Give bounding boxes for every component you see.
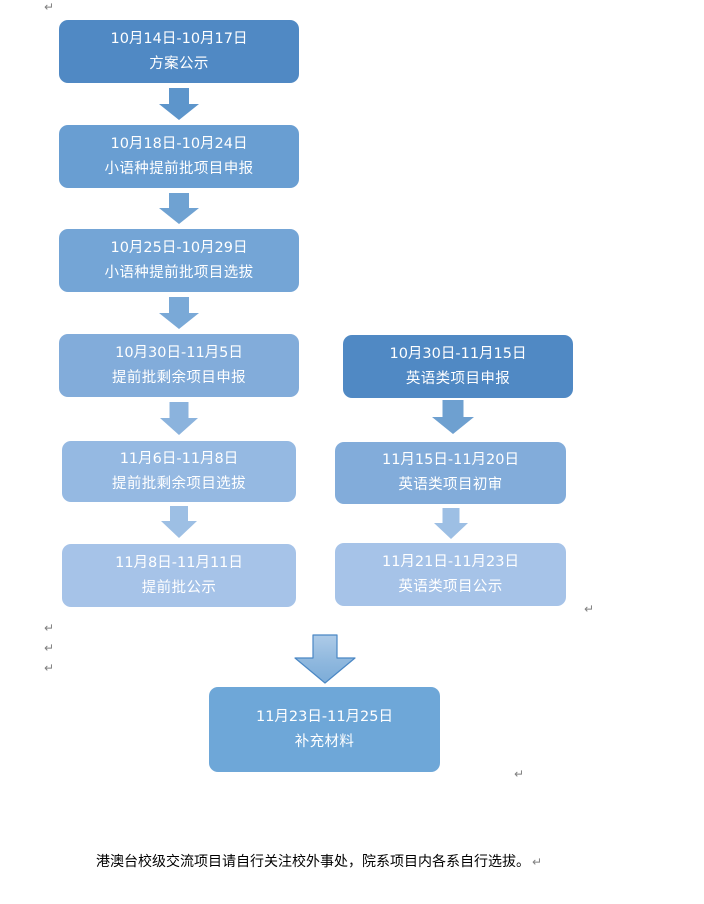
arrow-down-connector (159, 193, 199, 224)
box-dates: 11月23日-11月25日 (255, 708, 394, 725)
box-dates: 11月8日-11月11日 (115, 554, 243, 571)
box-dates: 10月25日-10月29日 (110, 239, 248, 256)
box-label: 英语类项目申报 (405, 370, 511, 387)
arrow-down-connector (159, 88, 199, 120)
paragraph-mark: ↵ (44, 621, 55, 635)
box-dates: 11月15日-11月20日 (381, 452, 520, 468)
box-dates: 11月6日-11月8日 (119, 450, 239, 467)
box-label: 方案公示 (149, 55, 209, 72)
paragraph-mark: ↵ (584, 602, 595, 616)
box-dates: 10月30日-11月15日 (389, 345, 527, 362)
paragraph-mark: ↵ (44, 661, 55, 675)
footer-note: 港澳台校级交流项目请自行关注校外事处，院系项目内各系自行选拔。↵ (96, 852, 542, 872)
arrow-down-connector (159, 297, 199, 329)
process-box-plan-publicity[interactable]: 10月14日-10月17日 方案公示 (59, 20, 299, 83)
box-dates: 10月30日-11月5日 (115, 344, 243, 361)
process-box-supplement-materials[interactable]: 11月23日-11月25日 补充材料 (209, 687, 440, 772)
paragraph-mark: ↵ (514, 767, 525, 781)
process-box-english-apply[interactable]: 10月30日-11月15日 英语类项目申报 (343, 335, 573, 398)
arrow-down-connector (432, 400, 474, 434)
arrow-down-merge (294, 634, 356, 684)
box-label: 提前批剩余项目选拔 (111, 475, 247, 492)
box-label: 小语种提前批项目选拔 (104, 264, 254, 281)
box-label: 英语类项目初审 (398, 477, 503, 493)
process-box-early-batch-rest-apply[interactable]: 10月30日-11月5日 提前批剩余项目申报 (59, 334, 299, 397)
box-label: 小语种提前批项目申报 (104, 160, 254, 177)
process-box-early-batch-publicity[interactable]: 11月8日-11月11日 提前批公示 (62, 544, 296, 607)
process-box-minor-lang-apply[interactable]: 10月18日-10月24日 小语种提前批项目申报 (59, 125, 299, 188)
process-box-english-review[interactable]: 11月15日-11月20日 英语类项目初审 (335, 442, 566, 504)
arrow-down-connector (161, 506, 197, 538)
footer-note-text: 港澳台校级交流项目请自行关注校外事处，院系项目内各系自行选拔。 (96, 854, 530, 870)
paragraph-mark: ↵ (44, 641, 55, 655)
paragraph-mark: ↵ (532, 855, 543, 869)
process-box-early-batch-rest-select[interactable]: 11月6日-11月8日 提前批剩余项目选拔 (62, 441, 296, 502)
box-dates: 10月18日-10月24日 (110, 135, 248, 152)
box-label: 提前批公示 (141, 579, 217, 596)
paragraph-mark: ↵ (44, 0, 55, 14)
process-box-english-publicity[interactable]: 11月21日-11月23日 英语类项目公示 (335, 543, 566, 606)
arrow-down-connector (160, 402, 198, 435)
process-box-minor-lang-select[interactable]: 10月25日-10月29日 小语种提前批项目选拔 (59, 229, 299, 292)
box-label: 补充材料 (294, 733, 355, 750)
box-label: 英语类项目公示 (398, 578, 503, 595)
box-dates: 11月21日-11月23日 (381, 553, 520, 570)
box-label: 提前批剩余项目申报 (111, 369, 247, 386)
box-dates: 10月14日-10月17日 (110, 30, 248, 47)
arrow-down-connector (434, 508, 468, 539)
